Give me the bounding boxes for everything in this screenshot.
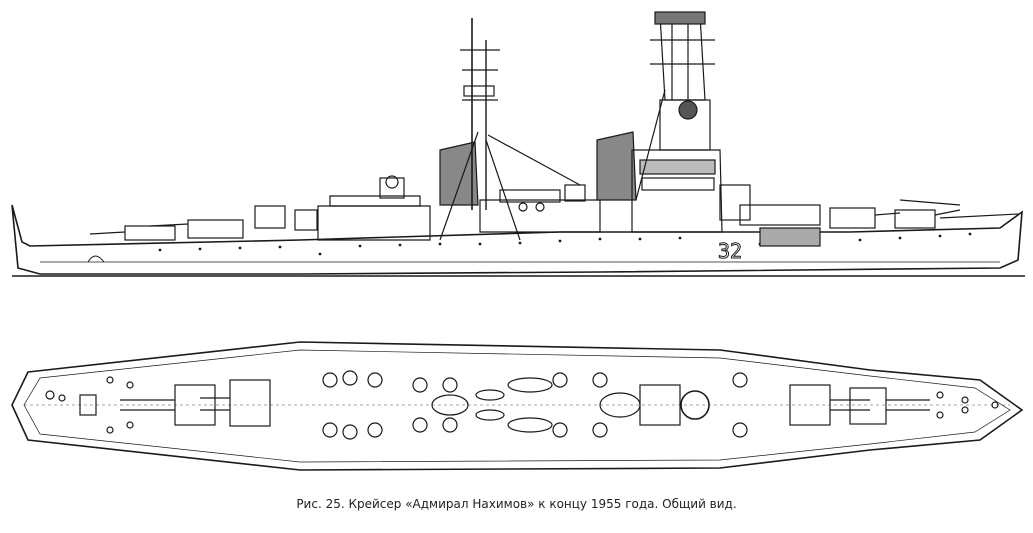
fore-mast: [635, 11, 715, 201]
ship-drawing: 32: [11, 11, 1025, 471]
aft-turret-2: [187, 219, 244, 239]
fore-funnel: [596, 131, 637, 201]
side-profile-view: 32: [11, 11, 1025, 277]
aft-mast: [439, 18, 581, 241]
hull-plan: [11, 341, 1024, 471]
aft-funnel-plan: [431, 394, 469, 416]
aft-turret-1: [124, 225, 176, 241]
fore-turret-2: [829, 207, 876, 229]
fore-turret-1: [894, 209, 936, 229]
hull-number: 32: [718, 239, 742, 263]
stern-fittings: [45, 376, 134, 434]
fore-turrets-plan: [789, 384, 930, 426]
figure-caption: Рис. 25. Крейсер «Адмирал Нахимов» к кон…: [296, 497, 737, 511]
aft-turrets-plan: [120, 379, 271, 427]
portholes: [158, 232, 972, 256]
hull-side: [11, 204, 1023, 275]
plan-view: [11, 341, 1024, 471]
boats: [475, 377, 553, 433]
director-plan: [680, 390, 710, 420]
secondary-mounts: [322, 370, 748, 440]
bow-fittings: [936, 391, 999, 419]
